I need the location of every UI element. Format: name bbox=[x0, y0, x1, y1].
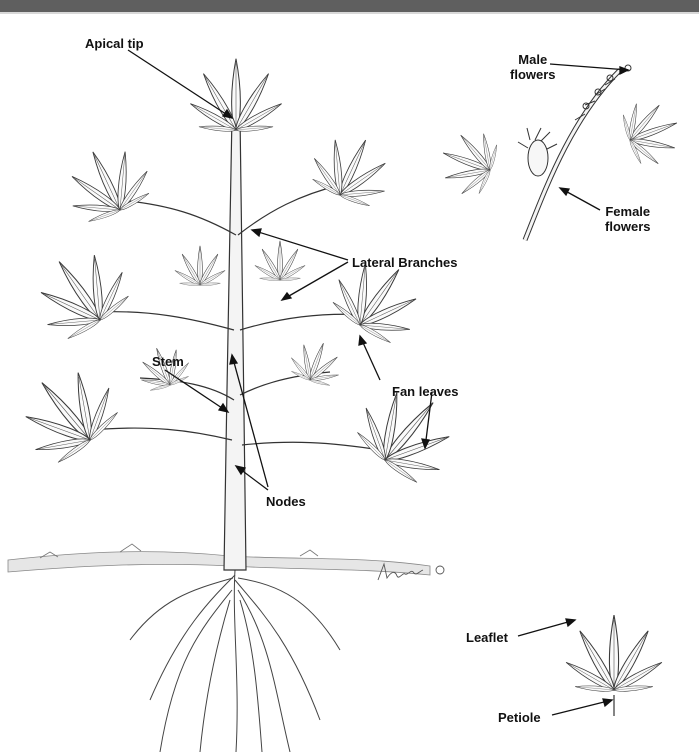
label-nodes: Nodes bbox=[266, 494, 306, 509]
label-fan-leaves: Fan leaves bbox=[392, 384, 459, 399]
soil-line bbox=[8, 544, 430, 575]
label-leaflet: Leaflet bbox=[466, 630, 508, 645]
label-apical-tip: Apical tip bbox=[85, 36, 144, 51]
label-petiole: Petiole bbox=[498, 710, 541, 725]
root-system bbox=[130, 570, 340, 752]
main-stem bbox=[224, 115, 246, 570]
label-arrows bbox=[128, 50, 628, 715]
label-stem: Stem bbox=[152, 354, 184, 369]
label-lateral-branches: Lateral Branches bbox=[352, 255, 458, 270]
single-fan-leaf bbox=[564, 615, 663, 716]
